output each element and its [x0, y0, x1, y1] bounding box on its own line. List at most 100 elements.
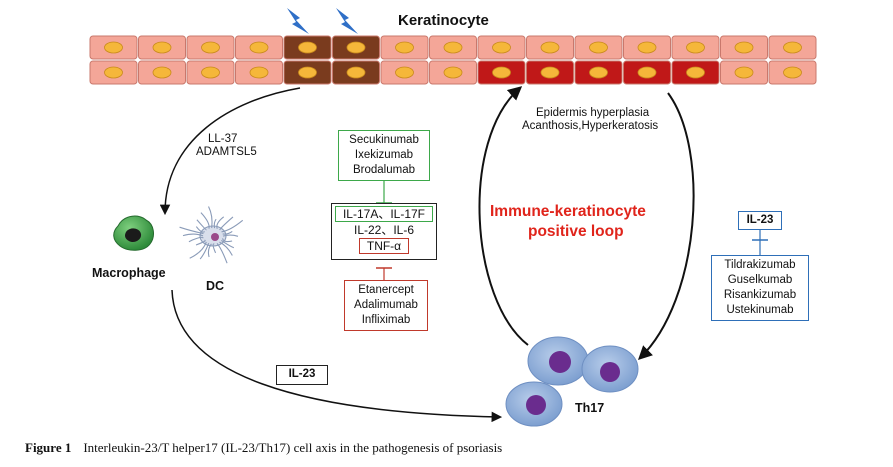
il17-inhibitors-box: Secukinumab Ixekizumab Brodalumab	[338, 130, 430, 181]
drug-etanercept: Etanercept	[358, 284, 414, 296]
dendritic-cell-process	[219, 241, 233, 256]
dendritic-cell-process	[222, 234, 239, 237]
drug-tildrakizumab: Tildrakizumab	[724, 259, 796, 271]
lightning-icon	[287, 8, 309, 34]
dendritic-cell-process	[207, 243, 212, 258]
signal-ll37: LL-37	[208, 133, 238, 145]
th17-cell	[581, 345, 639, 393]
keratinocyte-nucleus	[637, 66, 657, 79]
drug-secukinumab: Secukinumab	[349, 134, 419, 146]
arrow-keratinocyte-to-dc	[159, 87, 301, 216]
il23-box-right: IL-23	[738, 211, 782, 230]
keratinocyte-nucleus	[443, 41, 463, 54]
dendritic-cell-process	[182, 233, 204, 237]
drug-infliximab: Infliximab	[361, 314, 411, 326]
dendritic-cell-process	[221, 219, 244, 233]
lightning-icon	[336, 8, 358, 34]
keratinocyte-nucleus	[686, 41, 705, 54]
keratinocyte-layer	[89, 35, 817, 85]
dendritic-cell-process	[199, 243, 210, 260]
cytokine-tnf: TNF-α	[359, 238, 409, 254]
keratinocyte-nucleus	[492, 66, 511, 79]
drug-brodalumab: Brodalumab	[352, 164, 415, 176]
drug-adalimumab: Adalimumab	[354, 299, 418, 311]
keratinocyte-nucleus	[540, 41, 560, 54]
keratinocyte-nucleus	[734, 66, 754, 79]
epidermis-hyperplasia: Epidermis hyperplasia	[536, 107, 650, 119]
arrow-dc-to-th17	[171, 289, 503, 423]
dendritic-cell-process	[208, 206, 213, 229]
il23-inhibitors-box: Tildrakizumab Guselkumab Risankizumab Us…	[711, 255, 809, 321]
loop-title-line1: Immune-keratinocyte	[490, 203, 646, 220]
loop-title-line2: positive loop	[528, 223, 624, 240]
dendritic-cell	[179, 206, 244, 264]
dendritic-cell-process	[188, 236, 204, 243]
keratinocyte-nucleus	[395, 66, 414, 79]
dc-label: DC	[206, 279, 225, 293]
keratinocyte-nucleus	[492, 41, 511, 54]
keratinocyte-nucleus	[201, 66, 220, 79]
dendritic-cell-process	[222, 230, 233, 235]
keratinocyte-nucleus	[346, 41, 366, 54]
il23-box-left: IL-23	[276, 365, 328, 385]
th17-label: Th17	[575, 401, 605, 415]
keratinocyte-nucleus	[734, 41, 754, 54]
keratinocyte-nucleus	[249, 41, 269, 54]
dendritic-cell-process	[216, 242, 228, 264]
th17-cell	[505, 381, 563, 427]
keratinocyte-nucleus	[298, 41, 317, 54]
dendritic-cell-process	[213, 218, 217, 229]
keratinocyte-nucleus	[443, 66, 463, 79]
keratinocyte-nucleus	[686, 66, 705, 79]
cytokine-il22-il6: IL-22、IL-6	[353, 223, 415, 237]
keratinocyte-nucleus	[249, 66, 269, 79]
keratinocyte-nucleus	[346, 66, 366, 79]
keratinocyte-nucleus	[637, 41, 657, 54]
dendritic-cell-process	[219, 216, 234, 231]
dendritic-cell-process	[189, 241, 207, 259]
cytokine-il17: IL-17A、IL-17F	[335, 206, 433, 222]
keratinocyte-nucleus	[589, 66, 608, 79]
il23-right-label: IL-23	[746, 214, 774, 226]
loop-arrow-down	[637, 92, 695, 360]
dendritic-cell-process	[200, 212, 210, 229]
dendritic-cell-process	[212, 243, 217, 254]
dendritic-cell-process	[196, 219, 207, 231]
keratinocyte-nucleus	[783, 66, 802, 79]
drug-ustekinumab: Ustekinumab	[726, 304, 794, 316]
dendritic-cell-process	[216, 216, 225, 229]
keratinocyte-nucleus	[104, 66, 123, 79]
loop-arrow-up	[478, 86, 529, 346]
keratinocyte-nucleus	[201, 41, 220, 54]
keratinocyte-nucleus	[152, 41, 172, 54]
dendritic-cell-process	[179, 226, 204, 235]
drug-risankizumab: Risankizumab	[723, 289, 797, 301]
dendritic-cell-nucleus	[211, 233, 219, 241]
keratinocyte-nucleus	[104, 41, 123, 54]
il23-left-label: IL-23	[288, 368, 316, 380]
keratinocyte-nucleus	[152, 66, 172, 79]
macrophage-cell	[113, 215, 154, 251]
dendritic-cell-process	[221, 239, 235, 249]
tnf-inhibitors-box: Etanercept Adalimumab Infliximab	[344, 280, 428, 331]
acanthosis-hyperkeratosis: Acanthosis,Hyperkeratosis	[522, 120, 659, 132]
keratinocyte-nucleus	[783, 41, 802, 54]
keratinocyte-nucleus	[540, 66, 560, 79]
macrophage-label: Macrophage	[92, 266, 166, 280]
th17-cell	[527, 336, 589, 386]
keratinocyte-nucleus	[395, 41, 414, 54]
dendritic-cell-process	[222, 238, 233, 243]
drug-ixekizumab: Ixekizumab	[354, 149, 414, 161]
signal-adamtsl5: ADAMTSL5	[196, 146, 257, 158]
dendritic-cell-process	[195, 226, 205, 233]
keratinocyte-nucleus	[298, 66, 317, 79]
cytokines-box: IL-17A、IL-17F IL-22、IL-6 TNF-α	[331, 203, 437, 260]
keratinocyte-nucleus	[589, 41, 608, 54]
figure-number: Figure 1	[25, 440, 72, 455]
keratinocyte-label: Keratinocyte	[398, 12, 489, 29]
drug-guselkumab: Guselkumab	[727, 274, 793, 286]
dendritic-cell-process	[195, 239, 206, 246]
